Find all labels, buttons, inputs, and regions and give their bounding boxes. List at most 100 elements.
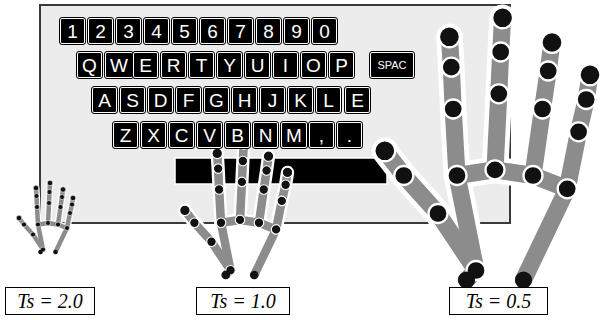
finger-bone	[221, 220, 276, 275]
joint-marker	[33, 185, 39, 191]
joint-marker	[190, 218, 200, 228]
hand-skeleton	[374, 7, 600, 288]
joint-marker	[31, 232, 36, 237]
joint-marker	[524, 166, 543, 185]
wrist-marker	[221, 271, 230, 280]
keyboard-key: A	[92, 87, 117, 113]
key-label: 8	[263, 22, 274, 41]
joint-marker	[47, 190, 52, 195]
key-label: X	[147, 126, 160, 145]
joint-marker	[216, 218, 226, 228]
joint-marker	[16, 215, 22, 221]
joint-marker	[60, 187, 66, 193]
keyboard-key: N	[253, 122, 278, 148]
key-label: R	[167, 56, 181, 75]
scale-label: Ts = 0.5	[466, 291, 532, 311]
key-label: V	[203, 126, 216, 145]
keyboard-key: U	[245, 52, 270, 78]
joint-marker	[22, 222, 27, 227]
wrist-marker	[458, 271, 475, 288]
joint-marker	[47, 201, 52, 206]
joint-marker	[68, 211, 73, 216]
joint-marker	[492, 7, 513, 28]
key-label: 0	[319, 22, 330, 41]
joint-marker	[263, 151, 273, 161]
key-label: E	[351, 91, 364, 110]
key-label: D	[154, 91, 168, 110]
key-label: M	[286, 126, 302, 145]
key-label: S	[126, 91, 139, 110]
joint-marker	[213, 164, 223, 174]
key-label: 6	[207, 22, 218, 41]
key-label: 5	[179, 22, 190, 41]
keyboard-key: C	[169, 122, 194, 148]
scale-label-box: Ts = 1.0	[196, 287, 290, 315]
keyboard-key: SPAC	[370, 52, 414, 78]
joint-marker	[212, 148, 222, 158]
key-label: J	[268, 91, 278, 110]
joint-marker	[558, 179, 577, 198]
joint-marker	[259, 185, 269, 195]
finger-bone	[38, 223, 67, 252]
keyboard-key: 5	[172, 18, 197, 44]
wrist-marker	[53, 250, 58, 255]
key-label: B	[231, 126, 244, 145]
key-label: C	[175, 126, 189, 145]
joint-marker	[569, 122, 588, 141]
joint-marker	[65, 226, 70, 231]
keyboard-key: 9	[284, 18, 309, 44]
key-label: E	[139, 56, 152, 75]
keyboard-key: E	[345, 87, 370, 113]
key-label: 3	[123, 22, 134, 41]
keyboard-key: P	[329, 52, 354, 78]
joint-marker	[47, 180, 53, 186]
keyboard-key: X	[141, 122, 166, 148]
keyboard-key: Q	[77, 52, 102, 78]
joint-marker	[486, 160, 505, 179]
keyboard-key: H	[232, 87, 257, 113]
keyboard-key: 2	[88, 18, 113, 44]
key-label: I	[283, 56, 288, 75]
keyboard-key: B	[225, 122, 250, 148]
keyboard-key: 3	[116, 18, 141, 44]
keyboard-key: Y	[217, 52, 242, 78]
keyboard-key: 7	[228, 18, 253, 44]
scale-label-box: Ts = 0.5	[449, 287, 548, 315]
scale-label-box: Ts = 2.0	[5, 287, 95, 315]
keyboard-key: S	[120, 87, 145, 113]
joint-marker	[429, 204, 448, 223]
keyboard-key: 1	[60, 18, 85, 44]
joint-marker	[444, 100, 463, 119]
keyboard-key: I	[273, 52, 298, 78]
joint-marker	[46, 221, 51, 226]
joint-marker	[237, 177, 247, 187]
key-label: ,	[319, 126, 324, 145]
key-label: U	[251, 56, 265, 75]
finger-bone	[457, 170, 567, 280]
joint-marker	[489, 84, 508, 103]
joint-marker	[491, 43, 510, 62]
finger-bone	[221, 220, 276, 275]
scale-label: Ts = 2.0	[17, 291, 83, 311]
keyboard-key: O	[301, 52, 326, 78]
joint-marker	[60, 195, 65, 200]
key-label: Q	[82, 56, 97, 75]
joint-marker	[35, 205, 40, 210]
keyboard-key: M	[281, 122, 307, 148]
joint-marker	[207, 237, 217, 247]
key-label: 1	[67, 22, 78, 41]
joint-marker	[254, 218, 264, 228]
key-label: Z	[120, 126, 132, 145]
joint-marker	[238, 156, 248, 166]
keyboard-key: V	[197, 122, 222, 148]
keyboard-frame	[40, 5, 510, 223]
key-label: F	[183, 91, 195, 110]
key-label: 2	[95, 22, 106, 41]
finger-bone	[457, 170, 567, 280]
keyboard-key: E	[133, 52, 158, 78]
key-label: T	[196, 56, 208, 75]
key-label: G	[209, 91, 224, 110]
joint-marker	[539, 62, 558, 81]
joint-marker	[271, 225, 281, 235]
keyboard-key: J	[260, 87, 285, 113]
